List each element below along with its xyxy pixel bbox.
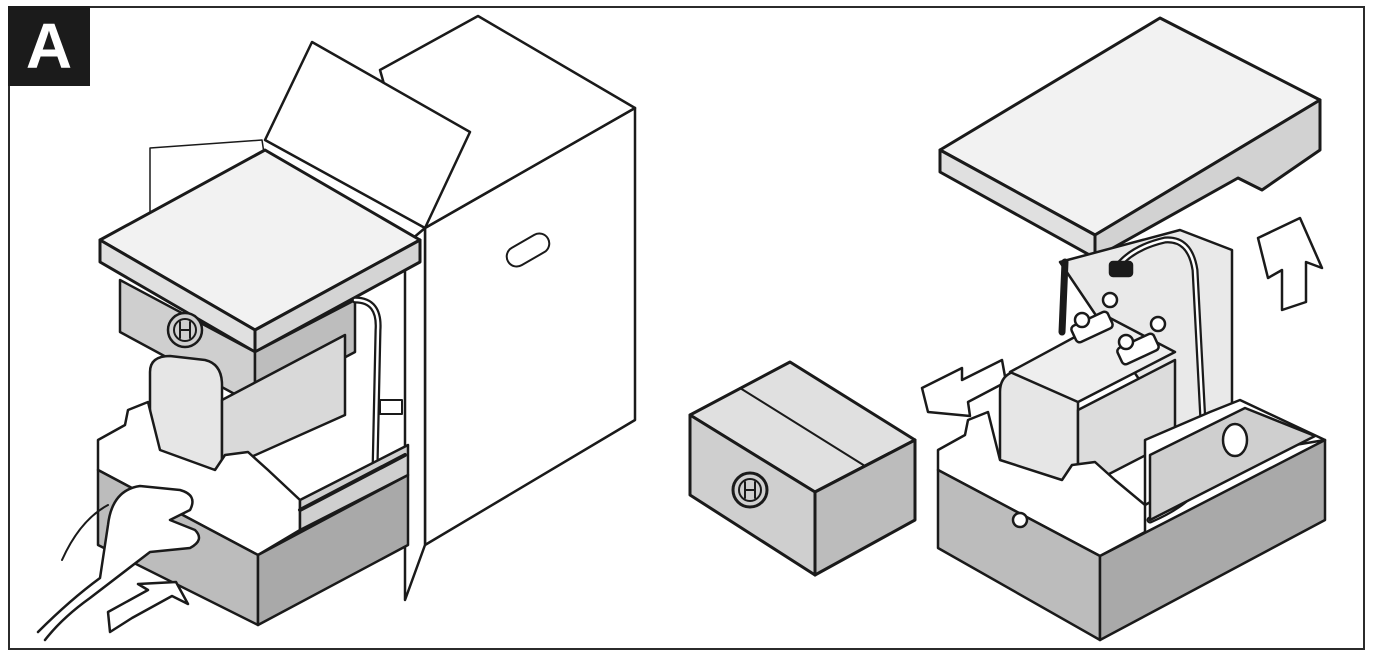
right-scene	[690, 18, 1325, 640]
pull-out-arrow-icon	[108, 582, 188, 632]
lifted-lid	[940, 18, 1320, 258]
lift-up-arrow-icon	[1258, 218, 1322, 310]
left-scene	[38, 16, 635, 640]
remove-left-arrow-icon	[922, 360, 1006, 416]
accessory-box	[690, 362, 915, 575]
